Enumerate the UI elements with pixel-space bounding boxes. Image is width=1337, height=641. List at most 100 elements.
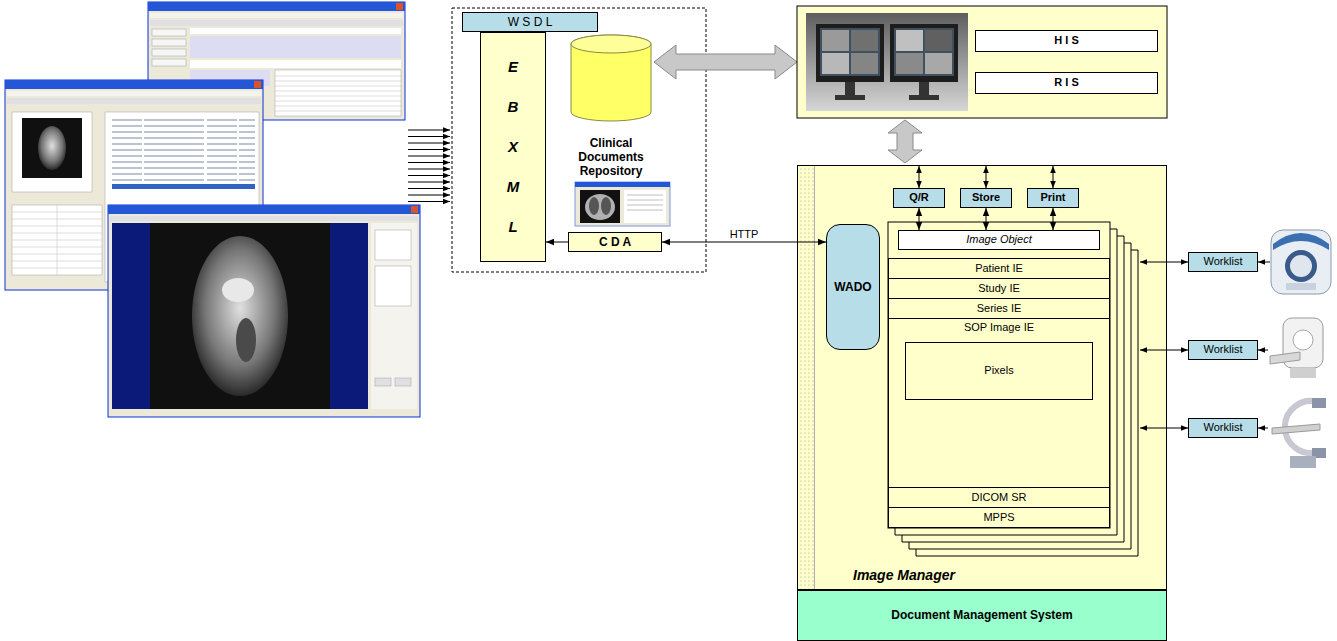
hatched-strip <box>798 166 814 589</box>
xray-screenshot <box>575 182 670 226</box>
input-arrow <box>408 169 450 170</box>
image-manager-fill <box>797 165 1167 590</box>
screenshot-window <box>275 76 401 111</box>
xray-screenshot <box>624 190 666 223</box>
node-label: Pixels <box>984 364 1013 377</box>
c-arm <box>1272 398 1326 468</box>
node-label: Document Management System <box>891 608 1072 622</box>
node-label: SOP Image IE <box>964 321 1034 334</box>
cylinder-top <box>571 35 651 53</box>
workstation-photo <box>822 53 849 74</box>
node-label: Series IE <box>977 302 1022 315</box>
c-arm <box>1290 456 1316 468</box>
screenshot-window <box>375 266 411 306</box>
screenshot-window <box>236 318 256 362</box>
object-box: Image Object <box>898 230 1100 250</box>
worklist-arrow <box>1140 262 1188 263</box>
cylinder-shape <box>556 32 666 124</box>
c-arm <box>1272 424 1320 434</box>
screenshot-window <box>152 49 186 56</box>
screenshot-window <box>5 80 263 89</box>
screenshot-window <box>152 29 186 36</box>
service-arrow <box>919 166 920 188</box>
screenshot-window <box>190 28 401 34</box>
node-label: Patient IE <box>975 262 1023 275</box>
system-box: R I S <box>975 72 1158 94</box>
entity-row: Series IE <box>888 298 1110 319</box>
input-arrow <box>408 143 450 144</box>
screenshot-window <box>112 223 368 409</box>
xray-screenshot <box>601 197 611 215</box>
workstation-photo <box>894 28 954 76</box>
xray-screenshot <box>585 194 615 220</box>
node-label: Worklist <box>1204 421 1243 434</box>
mri-scanner <box>1271 230 1331 294</box>
node-label: R I S <box>1054 76 1078 89</box>
connector-label: HTTP <box>730 228 759 240</box>
connector-arrow <box>986 208 987 230</box>
entity-row: DICOM SR <box>888 487 1110 508</box>
block-arrow <box>654 45 797 79</box>
container-box: Image ManagerQ/RStorePrintWADOImage Obje… <box>797 165 1167 590</box>
workstation-photo <box>816 24 884 82</box>
gateway-bar: E B X M L <box>480 32 546 262</box>
worklist-arrow <box>1258 262 1270 263</box>
node-label: C D A <box>599 235 631 249</box>
worklist-arrow <box>1140 428 1188 429</box>
interface-bar: W S D L <box>462 12 598 32</box>
screenshot-window <box>152 39 186 46</box>
worklist-box: Worklist <box>1188 252 1258 272</box>
ct-scanner <box>1270 352 1300 364</box>
entity-row: Patient IE <box>888 258 1110 279</box>
screenshot-window <box>150 223 330 409</box>
workstation-photo <box>919 82 929 96</box>
screenshot-window <box>112 120 255 186</box>
service-box: Store <box>960 188 1012 208</box>
screenshot-window <box>150 20 403 26</box>
input-arrow <box>408 156 450 157</box>
screenshot-window <box>150 13 403 18</box>
input-arrow <box>408 162 450 163</box>
screenshot-window <box>190 60 401 68</box>
ct-scanner <box>1290 368 1316 378</box>
screenshot-window <box>12 112 92 192</box>
worklist-arrow <box>1140 350 1188 351</box>
node-label: Clinical Documents Repository <box>571 136 651 178</box>
input-arrow <box>408 201 450 202</box>
entity-row: Study IE <box>888 278 1110 299</box>
storage-band: Document Management System <box>797 590 1167 641</box>
worklist-arrow <box>1258 350 1268 351</box>
node-label: DICOM SR <box>972 491 1027 504</box>
screenshot-window <box>12 205 102 275</box>
c-arm <box>1312 398 1326 408</box>
entity-row: Pixels <box>905 342 1093 400</box>
screenshot-window <box>222 278 254 302</box>
input-arrow <box>408 149 450 150</box>
xray-screenshot <box>575 182 670 187</box>
screenshot-window <box>396 3 403 10</box>
mri-scanner <box>1285 250 1317 282</box>
workstation-photo <box>896 53 923 74</box>
node-label: E B X M L <box>506 47 521 247</box>
screenshot-window <box>395 378 411 386</box>
object-stack <box>888 222 1110 528</box>
screenshot-window <box>38 126 66 170</box>
node-label: W S D L <box>508 15 553 29</box>
worklist-arrow <box>1140 262 1270 428</box>
service-box: WADO <box>826 224 880 350</box>
mri-scanner <box>1290 255 1312 277</box>
ct-scanner <box>1270 318 1323 378</box>
screenshot-window <box>108 205 420 417</box>
xray-screenshot <box>580 190 620 223</box>
workstation-photo <box>851 53 878 74</box>
input-arrow <box>408 136 450 137</box>
service-arrow <box>1053 166 1054 188</box>
node-label: Study IE <box>978 282 1020 295</box>
screenshot-window <box>110 216 418 221</box>
service-box: Q/R <box>893 188 945 208</box>
connector-arrow <box>546 242 568 243</box>
workstation-photo <box>851 30 878 51</box>
node-label: H I S <box>1054 34 1078 47</box>
screenshot-window <box>108 205 420 214</box>
